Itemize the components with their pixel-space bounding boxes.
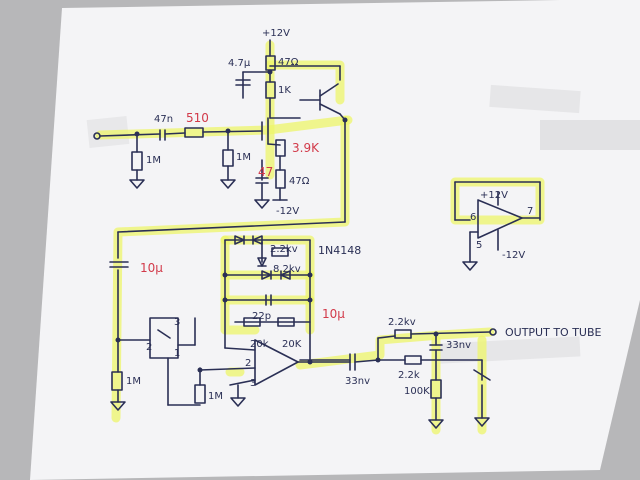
r-pot-label: 1M: [208, 391, 223, 402]
r-100k-label: 100K: [404, 386, 430, 397]
diode-part-label: 1N4148: [318, 244, 361, 257]
c-out-label: 33nv: [345, 376, 370, 387]
wires: [93, 39, 541, 429]
component-labels: +12V 4.7μ 47Ω 1K 47n 510 1M 1M 3.9K 47 4…: [126, 28, 602, 402]
c-in-label: 47n: [154, 114, 173, 125]
inset-vcc-label: +12V: [480, 190, 508, 201]
r-1k-label: 1K: [278, 85, 291, 96]
inset-pin5-label: 5: [476, 240, 482, 251]
r-2k2-label: 2.2k: [398, 370, 420, 381]
supply-plus-label: +12V: [262, 28, 290, 39]
r-in-label: 510: [186, 111, 209, 125]
c-fb-label: 10μ: [322, 307, 345, 321]
r-82-label: 8.2kv: [273, 264, 301, 275]
r-22k-top-label: 2.2kv: [270, 244, 298, 255]
r-out-label: 2.2kv: [388, 317, 416, 328]
inset-pin7-label: 7: [527, 206, 533, 217]
inset-vee-label: -12V: [502, 250, 525, 261]
r-gate-label: 1M: [236, 152, 251, 163]
r-bias-label: 1M: [126, 376, 141, 387]
junction-dots: [115, 69, 439, 373]
pot-pin2-label: 2: [146, 342, 152, 353]
r-47-label: 47Ω: [289, 176, 310, 187]
r-20k-b-label: 20K: [282, 339, 302, 350]
r-src-label: 3.9K: [292, 141, 320, 155]
output-to-tube-label: OUTPUT TO TUBE: [505, 326, 602, 339]
c-33n-label: 33nv: [446, 340, 471, 351]
inset-pin6-label: 6: [470, 212, 476, 223]
r-in-gnd-label: 1M: [146, 155, 161, 166]
c-top-label: 4.7μ: [228, 58, 251, 69]
opamp-pin2-label: 2: [245, 358, 251, 369]
opamp-pin3-label: 3: [250, 378, 256, 389]
supply-minus-label: -12V: [276, 206, 299, 217]
c-couple-label: 10μ: [140, 261, 163, 275]
c-src-label: 47: [258, 165, 273, 179]
pot-pin3-label: 3: [174, 317, 180, 328]
r-top-label: 47Ω: [278, 57, 299, 68]
pot-pin1-label: 1: [174, 348, 180, 359]
c-22p-label: 22p: [252, 311, 271, 322]
r-20k-a-label: 20k: [250, 339, 269, 350]
